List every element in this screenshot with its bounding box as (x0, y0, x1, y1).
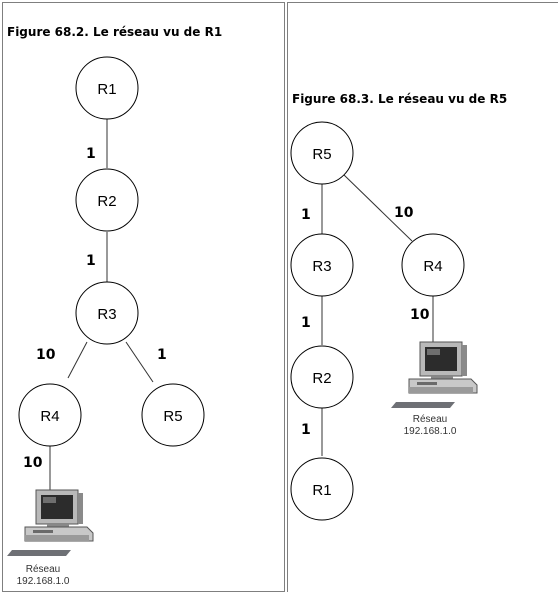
computer-icon (7, 489, 94, 556)
computer-icon (391, 341, 478, 408)
network-label: Réseau (26, 564, 60, 575)
router-node: R3 (75, 281, 139, 345)
link-cost-label: 10 (36, 347, 56, 363)
router-node: R5 (141, 383, 205, 447)
link-cost-label: 1 (86, 253, 96, 269)
router-label: R3 (97, 306, 116, 323)
router-label: R3 (312, 258, 331, 275)
figure-caption: Figure 68.3. Le réseau vu de R5 (292, 92, 507, 106)
router-node: R5 (290, 121, 354, 185)
link-cost-label: 1 (301, 422, 311, 438)
router-label: R1 (97, 81, 116, 98)
router-node: R4 (401, 233, 465, 297)
router-label: R4 (40, 408, 59, 425)
figure-caption: Figure 68.2. Le réseau vu de R1 (7, 25, 222, 39)
figure-68-2: Figure 68.2. Le réseau vu de R1 1 1 10 1… (7, 25, 222, 587)
router-node: R4 (18, 383, 82, 447)
network-address: 192.168.1.0 (17, 576, 70, 587)
router-label: R2 (97, 193, 116, 210)
router-label: R2 (312, 370, 331, 387)
link-r3-r4 (67, 341, 88, 379)
network-address: 192.168.1.0 (404, 426, 457, 437)
router-node: R1 (75, 56, 139, 120)
link-cost-label: 1 (301, 207, 311, 223)
link-r3-r5 (125, 341, 154, 383)
link-cost-label: 10 (410, 307, 430, 323)
router-node: R3 (290, 233, 354, 297)
network-label: Réseau (413, 414, 447, 425)
link-cost-label: 10 (23, 455, 43, 471)
link-cost-label: 1 (301, 315, 311, 331)
router-node: R2 (75, 168, 139, 232)
router-label: R5 (312, 146, 331, 163)
link-cost-label: 1 (157, 347, 167, 363)
router-node: R1 (290, 457, 354, 521)
router-label: R1 (312, 482, 331, 499)
figure-68-3: Figure 68.3. Le réseau vu de R5 1 10 1 1… (290, 92, 507, 521)
router-label: R4 (423, 258, 442, 275)
link-cost-label: 10 (394, 205, 414, 221)
router-node: R2 (290, 345, 354, 409)
link-r5-r4 (342, 173, 413, 242)
router-label: R5 (163, 408, 182, 425)
link-cost-label: 1 (86, 146, 96, 162)
